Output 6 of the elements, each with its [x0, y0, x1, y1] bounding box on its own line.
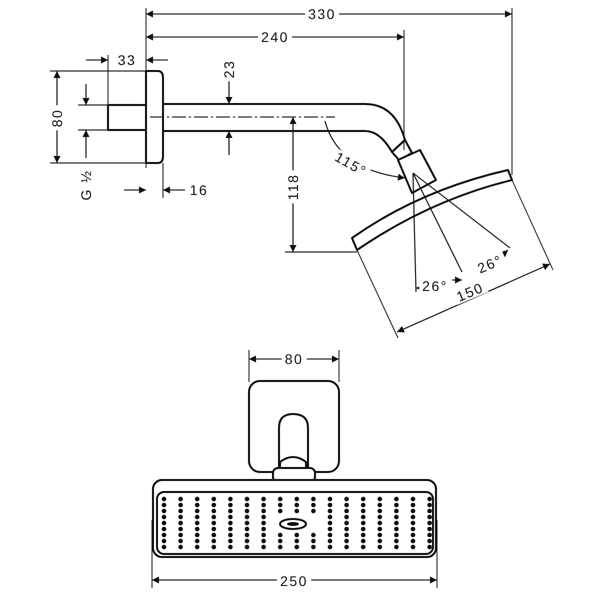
dimension-label: 118	[286, 170, 300, 204]
dimension-label: 80	[50, 106, 64, 130]
dimension-label: 80	[282, 352, 306, 366]
dimension-label: 240	[258, 30, 292, 44]
dimension-label: 250	[277, 574, 311, 588]
dimension-label: 330	[305, 7, 339, 21]
